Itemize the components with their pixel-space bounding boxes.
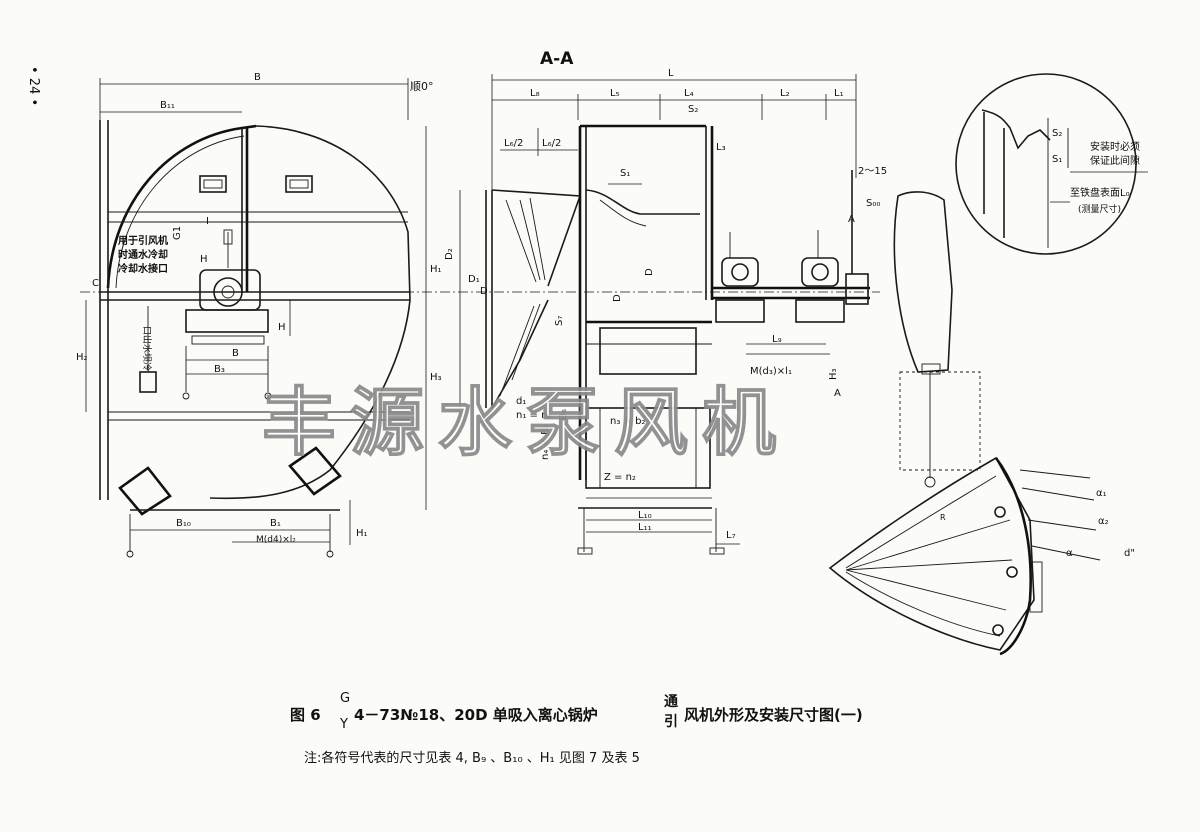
callout-s2: S₂	[1052, 128, 1062, 139]
dim-G1: G1	[172, 226, 183, 240]
cone-d: d"	[1124, 548, 1135, 559]
note-left-2: 时通水冷却	[118, 248, 168, 261]
dim-B11: B₁₁	[160, 100, 175, 111]
dim-md4: M(d4)×l₂	[256, 535, 296, 545]
dim-B10: B₁₀	[176, 518, 191, 529]
dim-n1: n₁ = n₂	[516, 410, 551, 421]
page-number: • 24 •	[26, 66, 41, 106]
caption-model: 4－73№18、20D 单吸入离心锅炉	[354, 706, 598, 724]
dim-L2: L₂	[780, 88, 790, 99]
dim-S1: S₁	[620, 168, 630, 179]
dim-S00: S₀₀	[866, 198, 880, 209]
callout-s1: S₁	[1052, 154, 1062, 165]
cone-R: R	[940, 513, 946, 522]
caption-suffix: 风机外形及安装尺寸图(一)	[684, 706, 863, 724]
callout-line1: 安装时必须	[1090, 140, 1140, 153]
dim-D1: D₁	[468, 274, 480, 285]
dim-L3: L₃	[716, 142, 726, 153]
watermark: 丰源水泵风机	[262, 380, 790, 466]
dim-L7: L₇	[726, 530, 736, 541]
dim-D: D	[480, 286, 488, 297]
caption-sup: G	[340, 691, 350, 706]
callout-line2: 保证此间隙	[1090, 154, 1140, 167]
cone-alpha1: α₁	[1096, 488, 1107, 499]
dim-Md3: M(d₃)×l₁	[750, 366, 792, 377]
dim-H7: H₁	[356, 528, 368, 539]
dim-S7: S₇	[554, 316, 565, 326]
section-view: A-A L L₈ L₅ L₄ L₂ L₁ L₆/2 L₆/2 S₂ L₃ S₁ …	[80, 49, 981, 555]
cone-alpha: α	[1066, 548, 1073, 559]
dim-D-c: D	[612, 294, 623, 302]
figure-note: 注:各符号代表的尺寸见表 4, B₉ 、B₁₀ 、H₁ 见图 7 及表 5	[304, 750, 640, 766]
caption-stack-bottom: 引	[664, 714, 678, 730]
dim-Z: Z = n₂	[604, 472, 636, 483]
dim-H3-sec: H₃	[828, 368, 839, 380]
callout-line4: (测量尺寸)	[1078, 203, 1121, 215]
dim-C: C	[92, 278, 99, 289]
dim-B-inner: B	[232, 348, 239, 359]
dim-I: I	[206, 216, 209, 227]
dim-L4: L₄	[684, 88, 694, 99]
dim-L10: L₁₀	[638, 510, 652, 521]
dim-B3: B₃	[214, 364, 225, 375]
dim-L1: L₁	[834, 88, 844, 99]
section-title: A-A	[540, 49, 574, 69]
dim-L6half-2: L₆/2	[542, 138, 561, 149]
dim-L: L	[668, 68, 674, 79]
dim-B: B	[254, 72, 261, 83]
note-left-4: 口出水坝冷	[141, 326, 153, 371]
dim-n4: n₄ × B₅	[540, 424, 551, 460]
dim-L9: L₉	[772, 334, 782, 345]
bearing-1	[715, 232, 765, 323]
rotation-label: 顺0°	[410, 80, 434, 93]
note-left-3: 冷却水接口	[118, 262, 168, 275]
cone-alpha2: α₂	[1098, 516, 1109, 527]
dim-L11: L₁₁	[638, 522, 652, 533]
caption-prefix: 图 6	[290, 706, 321, 724]
caption-stack-top: 通	[664, 694, 678, 710]
figure-caption: 图 6 G Y 4－73№18、20D 单吸入离心锅炉 通 引 风机外形及安装尺…	[290, 691, 863, 732]
dim-L6half-1: L₆/2	[504, 138, 523, 149]
end-view: B 顺0° B₁₁ B B₃	[76, 72, 442, 558]
caption-sub: Y	[339, 717, 348, 732]
dim-H-small: H	[200, 254, 208, 265]
detail-callout: S₂ S₁ 安装时必须 保证此间隙 至铁盘表面L₀ (测量尺寸)	[955, 73, 1148, 255]
dim-D2: D₂	[444, 248, 455, 260]
dim-L8: L₈	[530, 88, 540, 99]
inlet-cone-detail: α₁ α₂ α d" R	[828, 456, 1135, 656]
dim-range: 2～15	[858, 166, 887, 177]
dim-A-bottom: A	[834, 388, 841, 399]
dim-S2: S₂	[688, 104, 698, 115]
dim-B6: B₆	[558, 409, 569, 420]
note-left-1: 用于引风机	[117, 234, 168, 247]
dim-H1: H₁	[430, 264, 442, 275]
dim-B1: B₁	[270, 518, 281, 529]
callout-line3: 至铁盘表面L₀	[1070, 186, 1130, 199]
dim-d1: d₁	[516, 396, 526, 407]
dim-H2: H₂	[76, 352, 88, 363]
dim-D-b: D	[644, 268, 655, 276]
dim-H3: H₃	[430, 372, 442, 383]
dim-L5: L₅	[610, 88, 620, 99]
dim-H: H	[278, 322, 286, 333]
dim-nxb: n₃ × b₂	[610, 416, 645, 427]
bearing-2	[795, 230, 845, 323]
